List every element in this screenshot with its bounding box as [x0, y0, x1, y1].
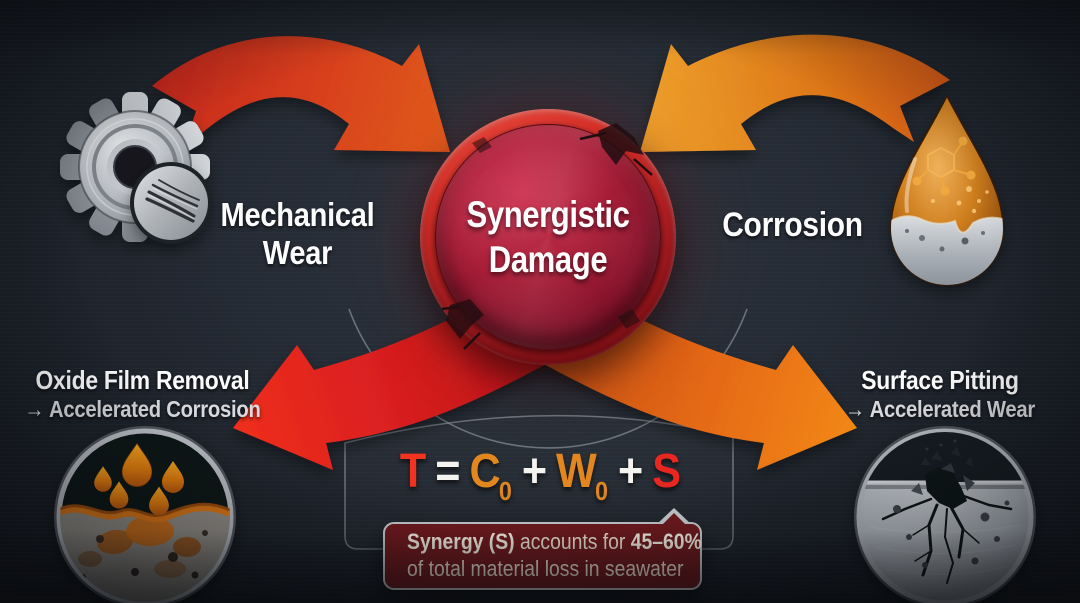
- formula-term-S: S: [652, 445, 681, 498]
- synergy-damage-badge: Synergistic Damage: [420, 109, 676, 365]
- label-surface-pitting: Surface Pitting → Accelerated Wear: [817, 366, 1063, 424]
- formula-term-C0: C0: [469, 445, 512, 506]
- badge-title-line2: Damage: [488, 239, 608, 280]
- label-corrosion: Corrosion: [707, 206, 879, 245]
- label-oxide-film-removal: Oxide Film Removal → Accelerated Corrosi…: [17, 366, 268, 424]
- formula-equals: =: [435, 445, 460, 498]
- badge-title: Synergistic Damage: [440, 109, 655, 365]
- callout-line1: Synergy (S) accounts for 45–60%: [407, 529, 702, 554]
- oxide-line1: Oxide Film Removal: [35, 365, 250, 395]
- mechanical-wear-line1: Mechanical: [220, 196, 375, 233]
- arrow-corrosion-to-center: [640, 34, 950, 152]
- corrosion-droplet-icon: [890, 94, 1004, 286]
- oxide-line2: → Accelerated Corrosion: [24, 396, 261, 422]
- formula-term-T: T: [399, 445, 426, 498]
- scratch-disc-icon: [130, 162, 212, 244]
- mechanical-wear-line2: Wear: [262, 234, 333, 271]
- synergy-callout: Synergy (S) accounts for 45–60% of total…: [383, 508, 702, 590]
- label-mechanical-wear: Mechanical Wear: [203, 196, 392, 272]
- formula-term-W0: W0: [556, 445, 608, 506]
- badge-title-line1: Synergistic: [466, 194, 630, 235]
- synergy-formula: T = C0 + W0 + S: [360, 444, 720, 506]
- formula-plus-2: +: [617, 445, 643, 498]
- formula-plus-1: +: [521, 445, 547, 498]
- corrosion-line1: Corrosion: [722, 206, 863, 244]
- rust-droplets-badge-icon: [54, 426, 236, 603]
- callout-line2: of total material loss in seawater: [407, 556, 684, 581]
- pitting-line1: Surface Pitting: [861, 365, 1019, 395]
- cracked-surface-badge-icon: [854, 426, 1036, 603]
- pitting-line2: → Accelerated Wear: [845, 396, 1035, 422]
